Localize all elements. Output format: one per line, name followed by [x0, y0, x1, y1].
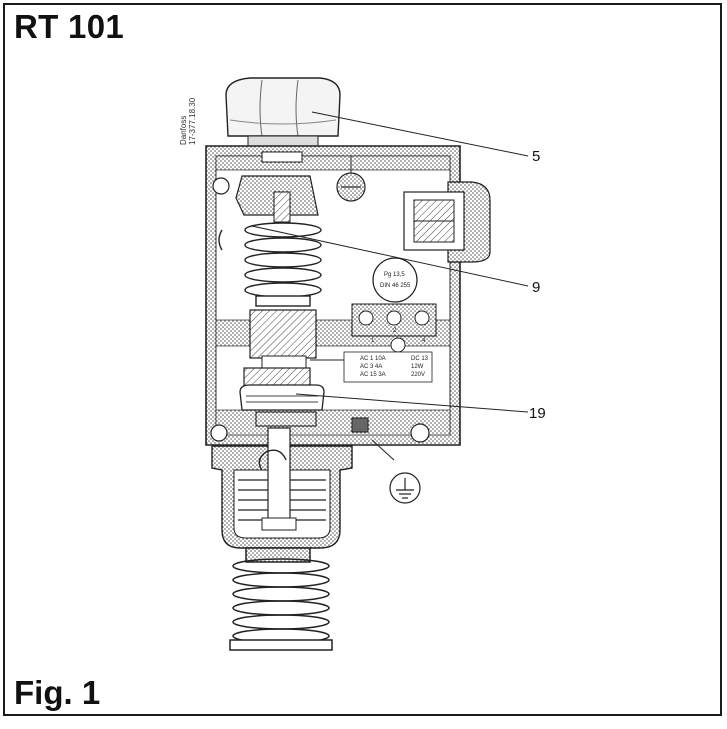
- callout-19: 19: [529, 405, 546, 422]
- differential-disc: [239, 384, 325, 427]
- sensor-coil: [229, 547, 333, 651]
- earth-terminal: [351, 417, 421, 504]
- maker-note: Danfoss 17-377.18.30: [179, 97, 197, 145]
- spindle-block: [235, 151, 319, 223]
- round-label: Pg 13,5 DIN 46 255: [372, 257, 418, 303]
- svg-text:2: 2: [393, 328, 397, 334]
- svg-text:Pg 13,5: Pg 13,5: [384, 272, 405, 278]
- svg-text:AC 3 4A: AC 3 4A: [360, 364, 382, 370]
- svg-text:AC 1 10A: AC 1 10A: [360, 356, 386, 362]
- svg-text:Danfoss: Danfoss: [179, 116, 188, 145]
- range-spring: [218, 222, 322, 307]
- svg-text:17-377.18.30: 17-377.18.30: [188, 97, 197, 145]
- callout-9: 9: [532, 279, 540, 296]
- figure-caption: Fig. 1: [14, 674, 101, 711]
- rating-plate: AC 1 10A AC 3 4A AC 15 3A DC 13 12W 220V: [343, 351, 433, 383]
- svg-text:DIN 46 255: DIN 46 255: [380, 283, 411, 289]
- cable-gland: [403, 181, 491, 263]
- bellows-housing: [211, 427, 353, 549]
- setting-knob: [225, 77, 341, 147]
- callout-leaders: [251, 111, 529, 413]
- svg-text:220V: 220V: [411, 372, 425, 378]
- svg-text:AC 15 3A: AC 15 3A: [360, 372, 386, 378]
- svg-text:DC 13: DC 13: [411, 356, 429, 362]
- svg-text:1: 1: [371, 338, 375, 344]
- terminal-block: 1 2 4: [351, 303, 437, 353]
- callout-5: 5: [532, 148, 540, 165]
- figure-title: RT 101: [14, 8, 125, 45]
- svg-text:12W: 12W: [411, 364, 424, 370]
- svg-text:4: 4: [422, 338, 426, 344]
